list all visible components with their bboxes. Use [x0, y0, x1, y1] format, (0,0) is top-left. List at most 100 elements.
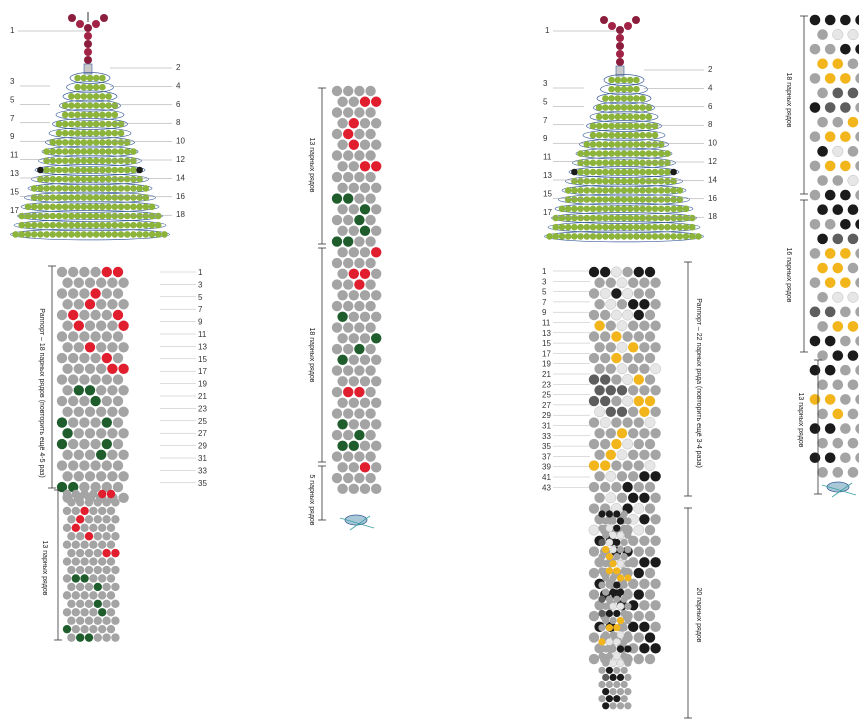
- row-number-a: 17: [198, 367, 207, 376]
- grid-e-bead: [855, 248, 859, 259]
- grid-d-bead: [624, 617, 631, 624]
- cone-bead: [62, 185, 69, 192]
- cone-bead: [74, 204, 81, 211]
- grid-e-bead: [848, 321, 859, 332]
- grid-c-bead: [645, 460, 655, 470]
- grid-b-bead: [343, 129, 353, 139]
- grid-c-bead: [645, 546, 655, 556]
- grid-b-bead: [332, 451, 342, 461]
- cone-bead: [658, 178, 665, 185]
- grid-d-bead: [613, 525, 620, 532]
- cone-bead: [633, 169, 640, 176]
- grid-b-bead: [349, 140, 359, 150]
- cone-bead: [50, 158, 57, 165]
- grid-e-bead: [848, 204, 859, 215]
- grid-a-bead: [74, 321, 84, 331]
- cone-top-label-right: 1: [545, 26, 550, 35]
- grid-c-bead: [628, 321, 638, 331]
- cone-bead: [93, 158, 100, 165]
- cone-bead: [621, 77, 628, 84]
- grid-b-bead: [365, 150, 375, 160]
- cone-bead: [56, 139, 63, 146]
- cone-bead: [87, 102, 94, 109]
- cone-bead: [652, 169, 659, 176]
- grid-c-bead: [594, 407, 604, 417]
- row-number-a: 7: [198, 305, 203, 314]
- grid-e-bead: [817, 263, 828, 274]
- grid-b-bead: [354, 322, 364, 332]
- row-number-a: 25: [198, 417, 207, 426]
- grid-e-bead: [855, 336, 859, 347]
- grid-a-bead: [118, 299, 128, 309]
- grid-a-bead: [85, 342, 95, 352]
- cone-bead: [74, 231, 81, 238]
- grid-e-bead: [817, 380, 828, 391]
- grid-e-bead: [833, 204, 844, 215]
- cone-bead: [590, 178, 597, 185]
- grid-c-bead: [639, 471, 649, 481]
- cone-bead: [37, 194, 44, 201]
- cone-bead: [689, 215, 696, 222]
- cone-bead: [615, 114, 622, 121]
- grid-a-bead: [102, 267, 112, 277]
- grid-c-bead: [600, 482, 610, 492]
- grid-d-bead: [602, 560, 609, 567]
- cone-bead: [68, 222, 75, 229]
- grid-a-bead: [118, 278, 128, 288]
- cone-bead: [74, 167, 81, 174]
- grid-a-lower-bead: [107, 625, 115, 633]
- cone-bead: [130, 222, 137, 229]
- cone-bead: [664, 206, 671, 213]
- grid-c-bead: [634, 654, 644, 664]
- cone-bead: [37, 167, 44, 174]
- cone-bead: [652, 150, 659, 157]
- cone-bead: [25, 204, 32, 211]
- cone-row-label-left: 9: [543, 134, 548, 143]
- grid-e-bead: [810, 44, 821, 55]
- grid-b-bead: [371, 312, 381, 322]
- grid-b-bead: [337, 247, 347, 257]
- grid-a-bead: [118, 342, 128, 352]
- cone-bead: [602, 104, 609, 111]
- grid-c-bead: [639, 450, 649, 460]
- cone-bead: [31, 194, 38, 201]
- pattern-grid-edge: [810, 15, 859, 478]
- cone-bead: [627, 150, 634, 157]
- cone-bead: [584, 206, 591, 213]
- cone-bead: [608, 224, 615, 231]
- grid-a-lower-bead: [107, 574, 115, 582]
- grid-e-bead: [825, 190, 836, 201]
- cone-bead: [596, 178, 603, 185]
- grid-c-bead: [634, 482, 644, 492]
- cone-bead: [93, 231, 100, 238]
- cone-bead: [130, 158, 137, 165]
- grid-c-bead: [600, 460, 610, 470]
- grid-a-lower-bead: [63, 574, 71, 582]
- grid-c-bead: [617, 364, 627, 374]
- cone-bead: [62, 194, 69, 201]
- cone-bead: [118, 204, 125, 211]
- grid-e-bead: [810, 190, 821, 201]
- grid-e-bead: [833, 292, 844, 303]
- grid-a-bead: [85, 364, 95, 374]
- cone-bead: [639, 104, 646, 111]
- cone-bead: [118, 167, 125, 174]
- grid-d-bead: [606, 667, 613, 674]
- grid-a-lower-bead: [80, 507, 88, 515]
- cone-bead: [68, 185, 75, 192]
- grid-c-bead: [600, 267, 610, 277]
- grid-a-bead: [68, 353, 78, 363]
- grid-a-lower-bead: [89, 524, 97, 532]
- cone-bead: [621, 86, 628, 93]
- grid-a-lower-bead: [94, 566, 102, 574]
- grid-d-bead: [602, 532, 609, 539]
- grid-e-bead: [810, 161, 821, 172]
- cone-bead: [602, 169, 609, 176]
- cone-row-label-left: 7: [543, 116, 548, 125]
- grid-a-bead: [96, 428, 106, 438]
- row-number-a: 15: [198, 355, 207, 364]
- cone-bead: [615, 206, 622, 213]
- cone-bead: [130, 213, 137, 220]
- grid-c-bead: [617, 493, 627, 503]
- grid-a-bead: [96, 385, 106, 395]
